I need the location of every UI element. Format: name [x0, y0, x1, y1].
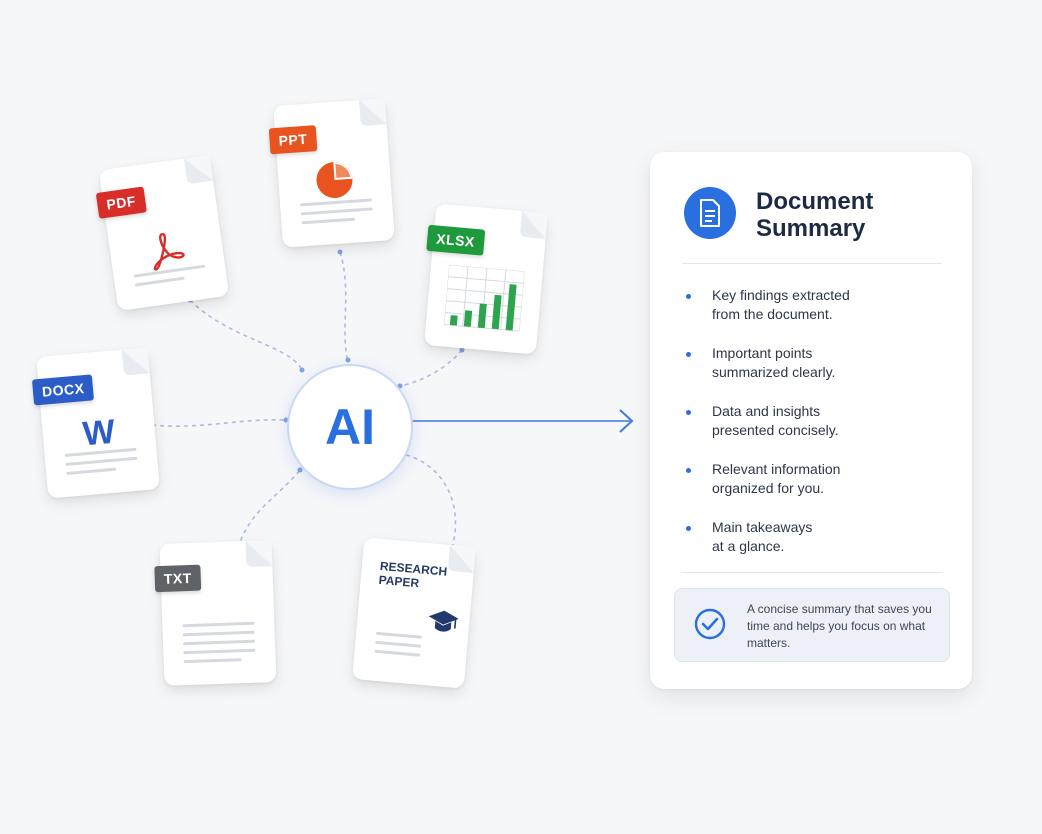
research-paper-title: RESEARCH PAPER	[378, 559, 448, 593]
xlsx-tag: XLSX	[426, 224, 485, 256]
research-paper-text-lines	[374, 626, 423, 657]
research-paper-document: RESEARCH PAPER	[352, 537, 476, 689]
summary-note-text: A concise summary that saves you time an…	[747, 602, 932, 650]
bullet-dot	[686, 410, 691, 415]
pdf-tag: PDF	[95, 186, 147, 219]
connector-pdf	[189, 299, 303, 371]
pdf-text-lines	[133, 259, 207, 287]
ppt-tag: PPT	[268, 125, 318, 155]
ppt-text-lines	[300, 192, 374, 225]
bullet-dot	[686, 352, 691, 357]
connector-ppt	[339, 251, 349, 363]
txt-document: TXT	[154, 540, 277, 686]
docx-document: DOCX W	[31, 347, 160, 499]
ppt-document: PPT	[268, 98, 395, 248]
graduation-cap-icon	[428, 610, 459, 632]
bullet-dot	[686, 468, 691, 473]
bar-chart-icon	[443, 264, 525, 332]
bullet-dot	[686, 526, 691, 531]
pdf-document: PDF	[95, 154, 230, 312]
docx-tag: DOCX	[31, 374, 95, 406]
ai-hub: AI	[287, 364, 413, 490]
check-circle-icon	[694, 608, 726, 640]
summary-note: A concise summary that saves you time an…	[674, 588, 950, 662]
document-icon	[684, 187, 736, 239]
card-title: Document Summary	[756, 188, 874, 242]
connector-docx	[151, 418, 287, 428]
pie-chart-icon	[316, 161, 353, 198]
docx-text-lines	[64, 442, 138, 475]
connector-xlsx	[399, 349, 463, 387]
xlsx-document: XLSX	[424, 203, 548, 355]
connector-txt	[237, 469, 301, 549]
card-divider-bottom	[682, 572, 942, 573]
arrow-to-summary	[410, 409, 634, 433]
txt-tag: TXT	[154, 564, 202, 593]
pdf-acrobat-icon	[153, 233, 185, 271]
text-lines-icon	[182, 616, 256, 664]
connector-rp	[401, 453, 457, 549]
card-divider-top	[682, 263, 942, 264]
bullet-dot	[686, 294, 691, 299]
